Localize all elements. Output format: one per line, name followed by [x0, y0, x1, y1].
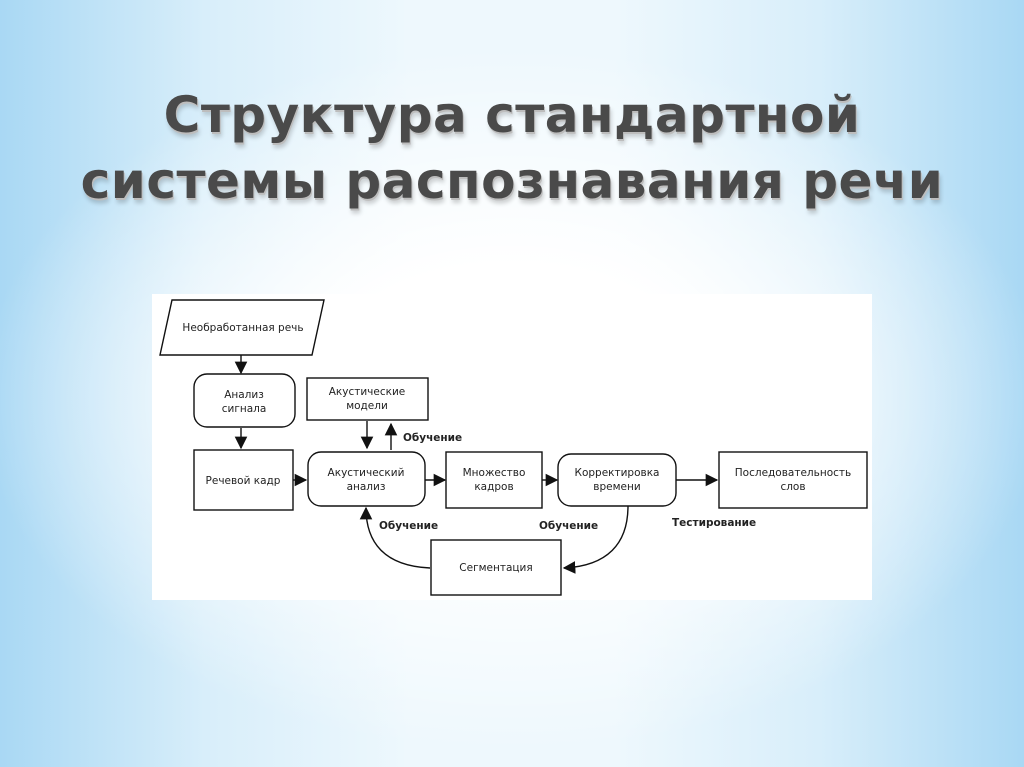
slide-title-line-2: системы распознавания речи [80, 152, 944, 210]
label-segmentation: Сегментация [459, 562, 532, 574]
label-word-sequence-1: Последовательность [735, 467, 851, 479]
node-time-correction [557, 453, 677, 507]
speech-recognition-diagram: Необработанная речь Анализ сигнала Акуст… [152, 294, 872, 600]
edge-label-training-left: Обучение [379, 520, 438, 532]
label-signal-analysis-1: Анализ [224, 389, 264, 401]
label-acoustic-models-2: модели [346, 400, 388, 412]
diagram-connectors [234, 355, 719, 574]
label-speech-frame: Речевой кадр [206, 475, 281, 487]
arrow-correction-to-segmentation [562, 505, 629, 574]
slide-title-line-1: Структура стандартной [163, 86, 861, 144]
label-signal-analysis-2: сигнала [222, 403, 267, 415]
node-word-sequence [718, 451, 868, 509]
label-raw-speech: Необработанная речь [182, 322, 303, 334]
label-time-correction-2: времени [593, 481, 640, 493]
label-acoustic-analysis-1: Акустический [328, 467, 405, 479]
label-acoustic-models-1: Акустические [329, 386, 406, 398]
node-raw-speech [159, 299, 325, 356]
label-acoustic-analysis-2: анализ [347, 481, 386, 493]
node-acoustic-analysis [307, 451, 426, 507]
edge-label-training-top: Обучение [403, 432, 462, 444]
node-segmentation [430, 539, 562, 596]
edge-label-training-right: Обучение [539, 520, 598, 532]
label-frame-set-2: кадров [474, 481, 513, 493]
slide-title: Структура стандартной системы распознава… [0, 82, 1024, 214]
label-frame-set-1: Множество [463, 467, 526, 479]
edge-label-testing: Тестирование [672, 517, 756, 529]
label-word-sequence-2: слов [780, 481, 805, 493]
node-frame-set [445, 451, 543, 509]
arrow-segmentation-to-acoustic [359, 506, 431, 569]
label-time-correction-1: Корректировка [574, 467, 659, 479]
node-signal-analysis [193, 373, 296, 428]
node-acoustic-models [306, 377, 429, 421]
node-speech-frame [193, 449, 294, 511]
